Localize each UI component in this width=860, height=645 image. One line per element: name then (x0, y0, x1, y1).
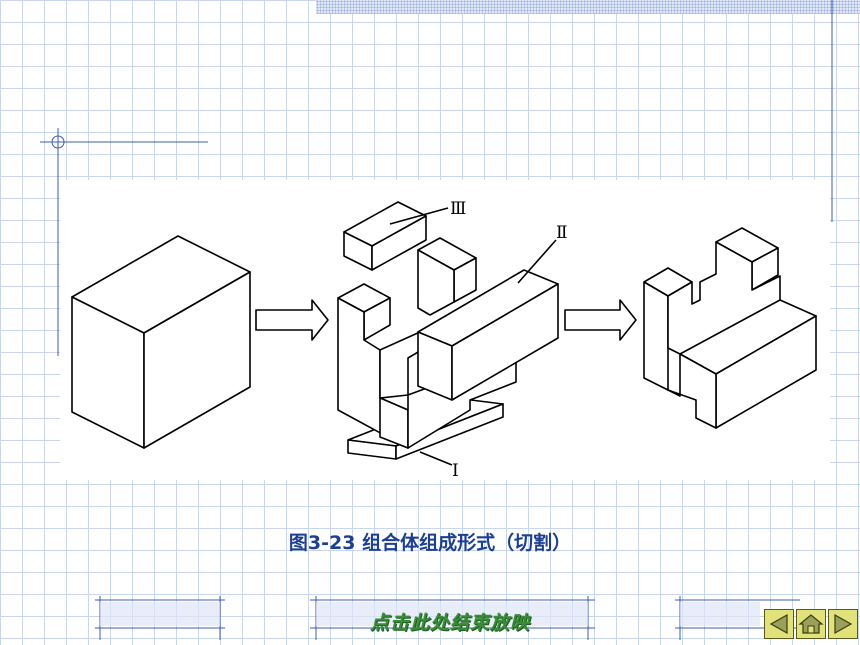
figure-caption: 图3-23 组合体组成形式（切割） (288, 532, 572, 554)
back-icon (769, 613, 788, 635)
forward-button[interactable] (828, 609, 858, 639)
end-show-link[interactable]: 点击此处结束放映 (369, 612, 530, 634)
label-part-2: Ⅱ (556, 223, 568, 243)
home-icon (798, 614, 824, 634)
back-button[interactable] (764, 609, 794, 639)
cutting-diagram: Ⅲ Ⅱ Ⅰ (60, 180, 830, 480)
forward-icon (834, 613, 853, 635)
top-decor-band (316, 0, 860, 14)
home-button[interactable] (796, 609, 826, 639)
original-block (71, 235, 251, 449)
arrow-right-2 (564, 299, 637, 341)
label-part-3: Ⅲ (450, 199, 466, 219)
result-solid (643, 227, 817, 429)
exploded-parts (337, 201, 559, 466)
label-part-1: Ⅰ (452, 461, 459, 480)
arrow-right-1 (255, 299, 329, 341)
